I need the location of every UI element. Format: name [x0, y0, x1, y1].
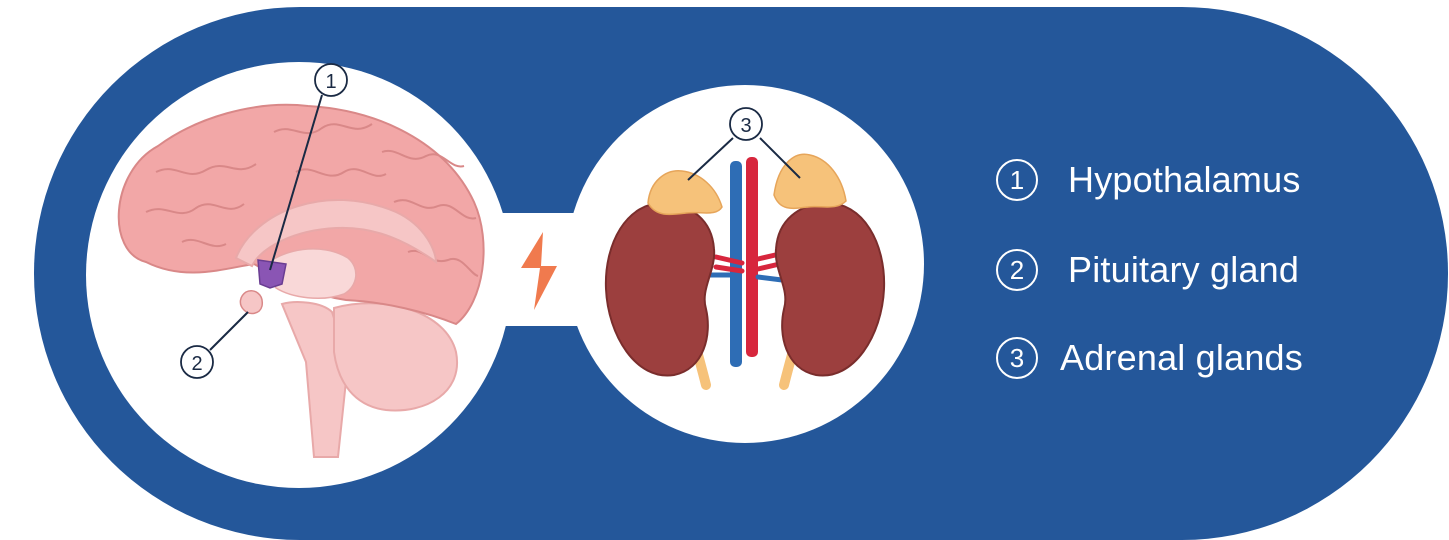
legend-item-pituitary: 2 Pituitary gland — [996, 249, 1299, 291]
adrenal-bubble — [566, 85, 924, 443]
legend-item-hypothalamus: 1 Hypothalamus — [996, 159, 1301, 201]
legend-number: 1 — [996, 159, 1038, 201]
aorta — [746, 157, 758, 357]
legend-item-adrenal: 3 Adrenal glands — [996, 337, 1303, 379]
right-adrenal-gland — [774, 154, 846, 208]
left-adrenal-gland — [648, 171, 722, 215]
kidneys-adrenal-icon — [566, 85, 924, 443]
pituitary-shape — [240, 291, 262, 314]
legend-label: Pituitary gland — [1068, 249, 1299, 291]
cerebellum-shape — [334, 303, 457, 410]
hypothalamus-shape — [258, 260, 286, 288]
brain-icon — [86, 62, 512, 488]
left-kidney — [606, 203, 714, 376]
legend-label: Hypothalamus — [1068, 159, 1301, 201]
brain-bubble — [86, 62, 512, 488]
right-kidney — [776, 203, 884, 376]
legend-number: 2 — [996, 249, 1038, 291]
legend-number: 3 — [996, 337, 1038, 379]
legend-label: Adrenal glands — [1060, 337, 1303, 379]
